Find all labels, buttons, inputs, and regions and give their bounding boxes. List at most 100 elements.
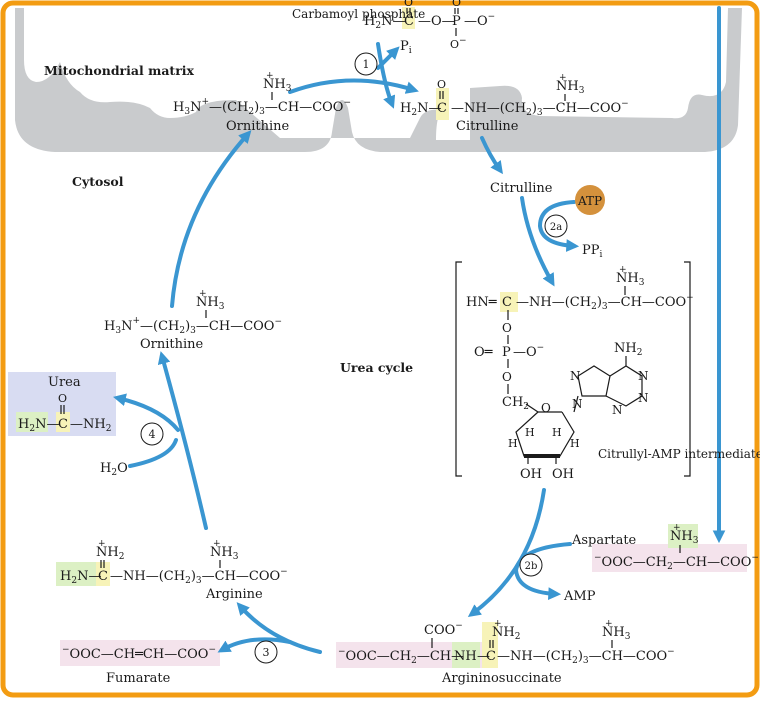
label-ornithine-matrix: Ornithine <box>226 119 290 134</box>
svg-text:NH3: NH3 <box>616 271 645 288</box>
label-cytosol: Cytosol <box>72 174 124 189</box>
svg-text:O: O <box>541 401 551 415</box>
svg-text:O: O <box>404 0 413 9</box>
svg-text:N: N <box>638 391 649 405</box>
label-citrulline-cytosol: Citrulline <box>490 181 553 196</box>
hl-amp-c <box>500 292 518 312</box>
arrow-step1-main <box>288 78 419 94</box>
urea-structure: H2N— C —NH2 O <box>18 392 111 434</box>
svg-text:—NH2: —NH2 <box>70 417 111 434</box>
svg-text:C: C <box>486 649 496 664</box>
svg-text:HN═: HN═ <box>466 295 497 310</box>
mitochondrial-membrane <box>15 8 742 152</box>
hl-carbamoyl-c <box>402 7 415 29</box>
svg-text:N: N <box>638 369 649 383</box>
step-1-badge: 1 <box>354 52 378 76</box>
svg-text:H3N+—(CH2)3—CH—COO−: H3N+—(CH2)3—CH—COO− <box>104 316 282 336</box>
svg-text:H2N—: H2N— <box>400 101 441 118</box>
svg-text:H: H <box>525 426 535 439</box>
label-pi: Pi <box>400 39 412 56</box>
hl-fumarate <box>60 640 220 666</box>
label-ornithine-cytosol: Ornithine <box>140 337 204 352</box>
svg-text:—NH—(CH2)3—CH—COO−: —NH—(CH2)3—CH—COO− <box>451 99 629 118</box>
ornithine-matrix-structure: H3N+—(CH2)3—CH—COO− NH3 + <box>173 71 351 117</box>
label-citrulline-matrix: Citrulline <box>456 119 519 134</box>
svg-text:NH2: NH2 <box>96 545 124 562</box>
label-arginine: Arginine <box>205 587 263 602</box>
svg-text:NH3: NH3 <box>602 625 631 642</box>
svg-text:—O−: —O− <box>464 12 495 29</box>
svg-text:C: C <box>404 14 414 29</box>
svg-text:NH3: NH3 <box>670 529 699 546</box>
arrow-step1-carbamoyl <box>376 42 396 109</box>
svg-text:H2N—: H2N— <box>364 14 405 31</box>
svg-text:4: 4 <box>149 428 156 441</box>
svg-text:—O—: —O— <box>418 14 455 29</box>
svg-text:+: + <box>494 619 502 629</box>
step-3-badge: 3 <box>254 640 278 664</box>
step-2b-badge: 2b <box>519 553 543 577</box>
label-matrix-line1: Mitochondrial matrix <box>44 63 195 78</box>
arrow-step1-pi <box>376 46 400 70</box>
svg-text:NH3: NH3 <box>210 545 239 562</box>
svg-text:NH3: NH3 <box>263 77 292 94</box>
arrow-step3-main <box>236 602 322 654</box>
arrow-citrulline-transport <box>480 136 503 175</box>
arrow-step2a-atp <box>537 200 580 252</box>
svg-text:ATP: ATP <box>577 194 602 208</box>
svg-text:O: O <box>437 78 446 91</box>
arrow-ornithine-return <box>170 130 252 308</box>
svg-text:NH2: NH2 <box>614 341 642 358</box>
step-2a-badge: 2a <box>544 214 568 238</box>
svg-text:C: C <box>58 417 68 432</box>
svg-text:NH2: NH2 <box>492 625 520 642</box>
step-4-badge: 4 <box>140 422 164 446</box>
svg-text:+: + <box>605 619 613 629</box>
hl-aspartate-nh3 <box>668 524 698 548</box>
svg-text:C: C <box>98 569 108 584</box>
ornithine-cytosol-structure: H3N+—(CH2)3—CH—COO− NH3 + <box>104 289 282 336</box>
svg-text:—NH—(CH2)3—CH—COO−: —NH—(CH2)3—CH—COO− <box>516 293 694 312</box>
aspartate-structure: −OOC—CH2—CH—COO− NH3 + <box>594 523 759 572</box>
fumarate-structure: −OOC—CH═CH—COO− <box>62 645 216 662</box>
atp-badge: ATP <box>575 185 605 215</box>
svg-text:—O−: —O− <box>513 343 544 360</box>
citrulline-matrix-structure: H2N— C —NH—(CH2)3—CH—COO− O NH3 + <box>400 73 629 118</box>
hl-aspartate <box>592 544 747 572</box>
svg-text:3: 3 <box>263 646 270 659</box>
arrow-step2a-main <box>520 196 555 287</box>
arrow-step4-h2o <box>128 438 178 468</box>
svg-text:C: C <box>502 295 512 310</box>
svg-text:NH: NH <box>454 649 477 664</box>
hl-citrulline-c <box>436 88 449 120</box>
svg-text:O═: O═ <box>474 345 493 360</box>
label-amp: AMP <box>563 589 596 604</box>
svg-text:1: 1 <box>363 58 370 71</box>
svg-text:C: C <box>437 101 447 116</box>
hl-arginine-h2n <box>56 562 96 586</box>
arrow-step4-urea <box>113 393 180 432</box>
svg-text:N: N <box>570 369 581 383</box>
svg-text:H: H <box>570 437 580 450</box>
hl-urea-c <box>56 412 70 432</box>
arrow-step2b-aspartate <box>513 542 572 600</box>
svg-text:N: N <box>572 397 583 411</box>
svg-text:+: + <box>559 73 567 83</box>
svg-text:O: O <box>502 321 512 335</box>
svg-text:CH2: CH2 <box>502 395 529 412</box>
svg-text:+: + <box>619 265 627 275</box>
svg-text:NH3: NH3 <box>556 79 585 96</box>
label-ppi: PPi <box>582 243 603 260</box>
svg-text:NH3: NH3 <box>196 295 225 312</box>
hl-urea-h2n <box>16 412 48 432</box>
citrullyl-amp-bracket <box>455 261 691 477</box>
svg-text:O: O <box>452 0 461 9</box>
svg-text:+: + <box>98 539 106 549</box>
svg-text:−OOC—CH2—CH—COO−: −OOC—CH2—CH—COO− <box>594 553 759 572</box>
svg-text:—: — <box>477 649 490 664</box>
svg-text:N: N <box>612 403 623 417</box>
svg-text:H3N+—(CH2)3—CH—COO−: H3N+—(CH2)3—CH—COO− <box>173 97 351 117</box>
label-urea: Urea <box>48 375 81 390</box>
